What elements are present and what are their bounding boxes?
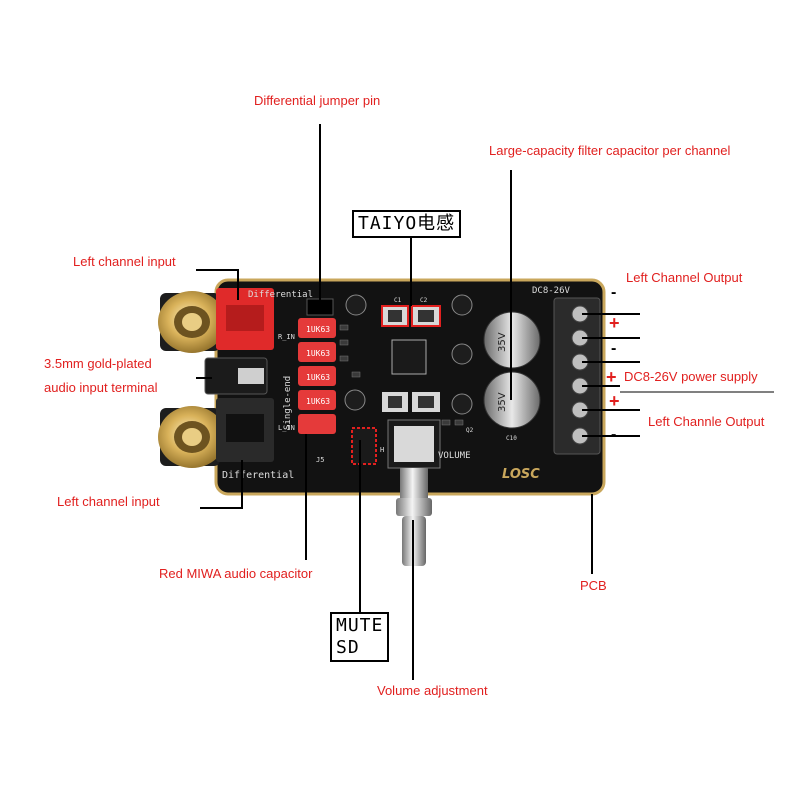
smd-components [339,324,464,426]
svg-text:35V: 35V [497,392,508,412]
aux-jack [204,357,268,395]
silk-r-in: R_IN [278,333,295,341]
terminal-mark-1: - [611,284,617,301]
svg-text:35V: 35V [497,332,508,352]
label-pcb: PCB [580,578,607,593]
label-gold-plated-2: audio input terminal [44,380,158,395]
small-capacitors [344,294,473,415]
label-power-supply: DC8-26V power supply [624,369,758,384]
silk-c2: C2 [420,297,428,304]
label-taiyo: TAIYO电感 [352,210,462,238]
label-differential-jumper: Differential jumper pin [254,93,381,108]
label-miwa-capacitor: Red MIWA audio capacitor [159,566,313,581]
silk-c1: C1 [394,297,402,304]
amp-chip [391,339,427,375]
sd-text: SD [336,637,360,658]
cap-mark-1: 1UK63 [306,325,330,334]
silk-h: H [380,446,384,454]
label-left-output-top: Left Channel Output [626,270,743,285]
silk-volume: VOLUME [438,451,471,461]
label-volume-adjustment: Volume adjustment [377,683,488,698]
silk-j5: J5 [316,456,324,464]
silk-differential-bottom: Differential [222,470,294,481]
terminal-mark-2: + [609,313,620,333]
terminal-mark-5: + [609,391,620,411]
cap-mark-3: 1UK63 [306,373,330,382]
cap-mark-4: 1UK63 [306,397,330,406]
mute-text: MUTE [336,615,384,636]
volume-pot [387,419,441,566]
terminal-mark-3: - [611,340,617,357]
terminal-mark-6: - [611,426,617,443]
terminal-mark-4: + [606,367,617,387]
miwa-capacitors: 1UK63 1UK63 1UK63 1UK63 [298,318,336,434]
taiyo-inductors: C1 C2 [381,297,441,412]
silk-c10: C10 [506,435,517,442]
mute-sd-header [351,427,377,465]
silk-single-end: Single-end [283,376,293,430]
board-logo: LOSC [502,467,540,482]
callout-lines [196,124,640,680]
label-left-input-bottom: Left channel input [57,494,160,509]
rca-jack-top [158,291,226,353]
taiyo-text: TAIYO电感 [358,213,456,234]
silk-q2: Q2 [466,427,474,434]
label-filter-capacitor: Large-capacity filter capacitor per chan… [489,143,731,158]
label-left-input-top: Left channel input [73,254,176,269]
silk-differential-top: Differential [248,290,313,300]
label-mute-sd: MUTE SD [330,612,390,662]
label-gold-plated-1: 3.5mm gold-plated [44,356,152,371]
cap-mark-2: 1UK63 [306,349,330,358]
silk-l-in: L_IN [278,424,295,432]
label-left-output-bottom: Left Channle Output [648,414,765,429]
rca-jack-bottom [158,406,226,468]
silk-dc-label: DC8-26V [532,286,571,296]
